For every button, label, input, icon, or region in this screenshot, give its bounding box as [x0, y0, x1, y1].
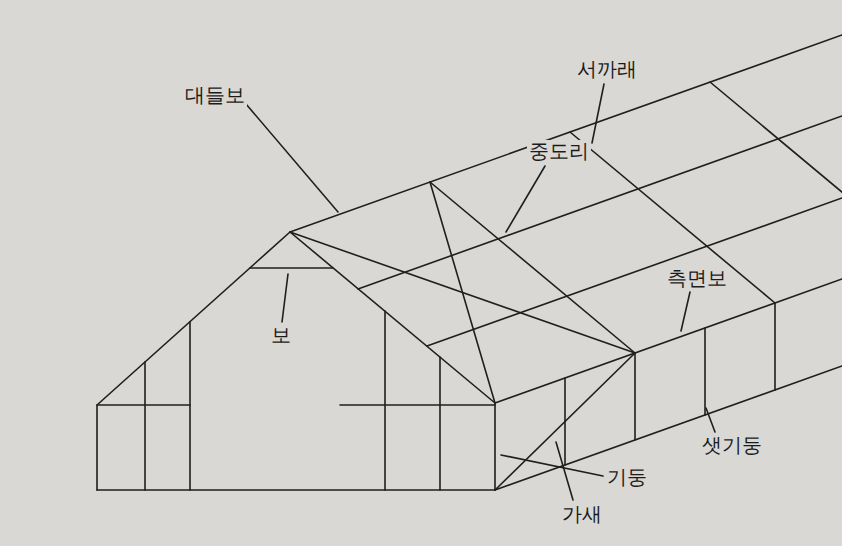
part-label: 측면보: [665, 267, 729, 289]
part-label: 중도리: [527, 140, 591, 162]
part-label: 대들보: [183, 84, 247, 106]
part-label: 샛기둥: [700, 434, 764, 456]
part-label: 보: [269, 324, 293, 346]
part-label: 기둥: [605, 466, 649, 488]
part-label: 가새: [560, 503, 604, 525]
part-label: 서까래: [575, 58, 639, 80]
